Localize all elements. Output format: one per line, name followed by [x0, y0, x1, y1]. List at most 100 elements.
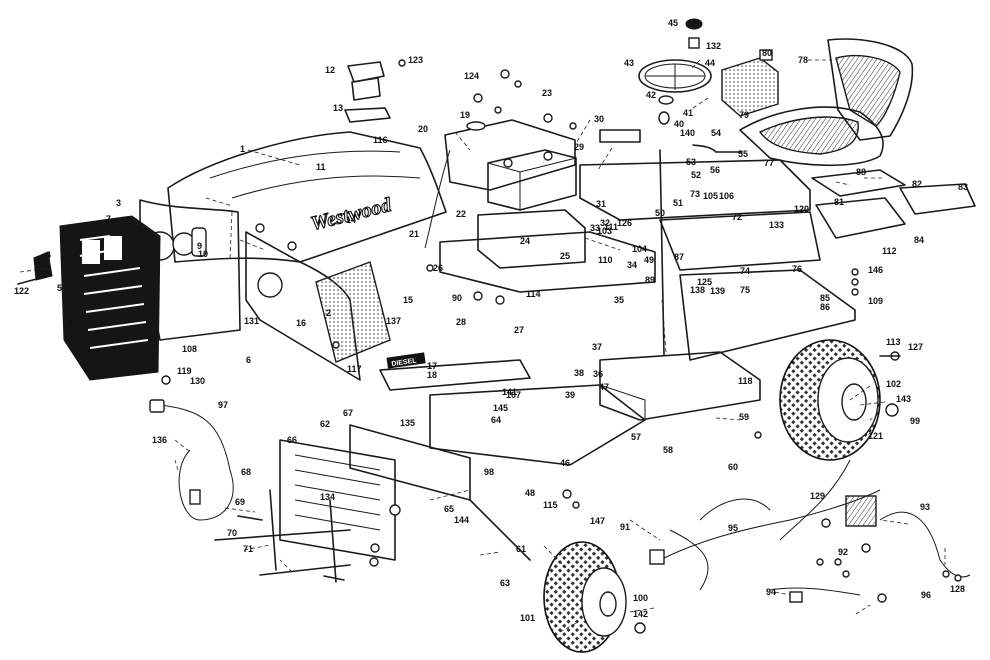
- leader-lines: [19, 59, 946, 633]
- callout-74: 74: [740, 266, 750, 276]
- callout-70: 70: [227, 528, 237, 538]
- callout-67: 67: [343, 408, 353, 418]
- callout-121: 121: [868, 431, 883, 441]
- callout-57: 57: [631, 432, 641, 442]
- callout-72: 72: [732, 212, 742, 222]
- callout-142: 142: [633, 609, 648, 619]
- seat: [739, 38, 914, 167]
- seat-console: [344, 61, 391, 123]
- callout-138: 138: [690, 285, 705, 295]
- drag-link: [379, 359, 531, 561]
- front-axle-rod: [214, 489, 351, 583]
- battery-tray: [477, 209, 586, 269]
- callout-41: 41: [683, 108, 693, 118]
- callout-33: 33: [590, 223, 600, 233]
- callout-4: 4: [46, 250, 51, 260]
- callout-129: 129: [810, 491, 825, 501]
- callout-92: 92: [838, 547, 848, 557]
- callout-19: 19: [460, 110, 470, 120]
- callout-104: 104: [632, 244, 647, 254]
- callout-18: 18: [427, 370, 437, 380]
- callout-113: 113: [886, 337, 901, 347]
- callout-27: 27: [514, 325, 524, 335]
- callout-43: 43: [624, 58, 634, 68]
- callout-34: 34: [627, 260, 637, 270]
- callout-141: 141: [502, 387, 517, 397]
- callout-13: 13: [333, 103, 343, 113]
- callout-120: 120: [794, 204, 809, 214]
- callout-124: 124: [464, 71, 479, 81]
- callout-132: 132: [706, 41, 721, 51]
- callout-14: 14: [346, 215, 356, 225]
- callout-102: 102: [886, 379, 901, 389]
- callout-17: 17: [427, 361, 437, 371]
- callout-118: 118: [738, 376, 753, 386]
- callout-111: 111: [604, 222, 618, 232]
- callout-59: 59: [739, 412, 749, 422]
- callout-26: 26: [433, 263, 443, 273]
- callout-5: 5: [57, 283, 62, 293]
- callout-21: 21: [409, 229, 419, 239]
- callout-95: 95: [728, 523, 738, 533]
- callout-32: 32: [600, 218, 610, 228]
- callout-91: 91: [620, 522, 630, 532]
- callout-117: 117: [347, 364, 362, 374]
- callout-16: 16: [296, 318, 306, 328]
- callout-109: 109: [868, 296, 883, 306]
- callout-98: 98: [484, 467, 494, 477]
- callout-12: 12: [325, 65, 335, 75]
- callout-10: 10: [198, 249, 208, 259]
- callout-133: 133: [769, 220, 784, 230]
- battery: [487, 149, 577, 211]
- callout-85: 85: [820, 293, 830, 303]
- callout-145: 145: [493, 403, 508, 413]
- callout-73: 73: [690, 189, 700, 199]
- callout-131: 131: [244, 316, 259, 326]
- callout-76: 76: [792, 264, 802, 274]
- callout-55: 55: [738, 149, 748, 159]
- callout-3: 3: [116, 198, 121, 208]
- callout-29: 29: [574, 142, 584, 152]
- callout-60: 60: [728, 462, 738, 472]
- front-wheel: [543, 541, 646, 653]
- rear-wheel: [779, 339, 899, 461]
- callout-110: 110: [598, 255, 613, 265]
- callout-71: 71: [243, 544, 253, 554]
- callout-37: 37: [592, 342, 602, 352]
- callout-39: 39: [565, 390, 575, 400]
- callout-30: 30: [594, 114, 604, 124]
- wiring-harness-right: [649, 459, 971, 603]
- steering-wheel: [638, 18, 712, 125]
- callout-7: 7: [106, 214, 111, 224]
- callout-48: 48: [525, 488, 535, 498]
- callout-116: 116: [373, 135, 388, 145]
- callout-51: 51: [673, 198, 683, 208]
- callout-126: 126: [617, 218, 632, 228]
- callout-56: 56: [710, 165, 720, 175]
- callout-45: 45: [668, 18, 678, 28]
- callout-128: 128: [950, 584, 965, 594]
- seat-mount-bracket: [811, 169, 976, 239]
- callout-83: 83: [958, 182, 968, 192]
- callout-144: 144: [454, 515, 469, 525]
- callout-58: 58: [663, 445, 673, 455]
- callout-49: 49: [644, 255, 654, 265]
- callout-53: 53: [686, 157, 696, 167]
- lower-deck: [599, 351, 761, 421]
- callout-42: 42: [646, 90, 656, 100]
- callout-36: 36: [593, 369, 603, 379]
- fuel-tank: [424, 119, 576, 249]
- callout-89: 89: [645, 275, 655, 285]
- callout-140: 140: [680, 128, 695, 138]
- callout-31: 31: [596, 199, 606, 209]
- callout-96: 96: [921, 590, 931, 600]
- wiring-harness-left: [149, 399, 234, 521]
- callout-115: 115: [543, 500, 558, 510]
- callout-40: 40: [674, 119, 684, 129]
- callout-105: 105: [703, 191, 718, 201]
- callout-25: 25: [560, 251, 570, 261]
- headlight: [33, 251, 53, 281]
- side-panel: [245, 231, 361, 381]
- callout-135: 135: [400, 418, 415, 428]
- callout-86: 86: [820, 302, 830, 312]
